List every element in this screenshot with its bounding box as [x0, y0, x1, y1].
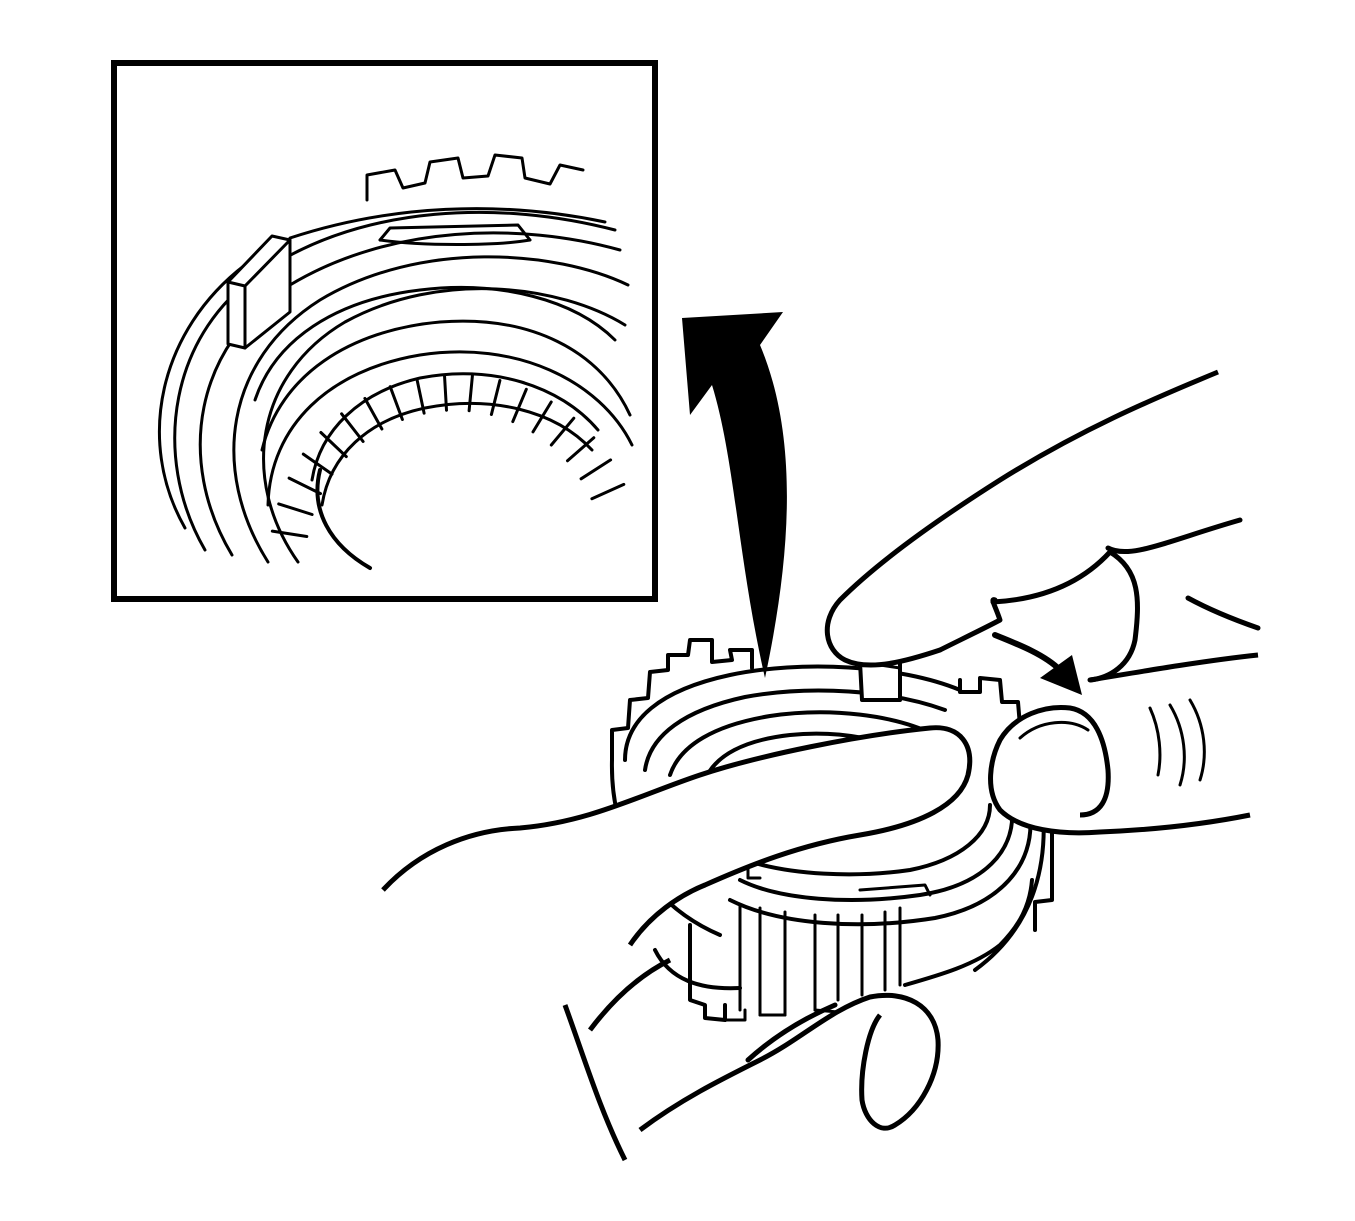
- thumb-nail: [1018, 720, 1090, 740]
- left-index-finger: [381, 725, 973, 947]
- gear-assembly: [609, 638, 1054, 1022]
- spline-tooth: [340, 412, 365, 443]
- spline-tooth: [590, 482, 626, 501]
- spline-tooth: [549, 416, 576, 447]
- gear-hub-splines: [653, 878, 1034, 1022]
- right-hand-back: [1105, 517, 1243, 554]
- spline-tooth: [277, 502, 314, 516]
- spline-tooth: [388, 385, 404, 421]
- thumb-crease-2: [1168, 703, 1186, 787]
- inset-ring-arc-4: [232, 255, 630, 564]
- spline-tooth: [270, 529, 309, 538]
- spline-tooth: [319, 431, 348, 459]
- right-palm-line: [1185, 595, 1261, 631]
- spline-tooth: [467, 374, 474, 413]
- spline-tooth: [363, 396, 384, 431]
- inset-upper-band: [288, 207, 607, 240]
- inset-ring-arc-8: [266, 350, 634, 507]
- right-middle-finger: [990, 549, 1140, 683]
- inset-spline-teeth: [270, 373, 626, 538]
- gear-lower-notch: [858, 883, 932, 897]
- left-lower-knuckle: [745, 1002, 838, 1063]
- right-index-finger: [824, 369, 1219, 668]
- spline-tooth: [566, 436, 596, 463]
- left-lower-hand: [562, 957, 941, 1162]
- gear-ring-lower-2: [728, 813, 1033, 927]
- inset-ring-arc-5: [262, 287, 627, 564]
- inset-ring-arc-7: [260, 319, 632, 452]
- spline-tooth: [511, 387, 528, 424]
- inset-ring-arc-6: [253, 286, 617, 402]
- inset-notch: [378, 223, 532, 242]
- inset-ring-arc-1: [157, 263, 247, 530]
- gear-left-teeth: [610, 638, 754, 762]
- hands: [381, 369, 1261, 1162]
- gear-ring-lower-1: [738, 808, 1015, 902]
- curved-arrow-down-right-icon: [992, 632, 1082, 695]
- spline-tooth: [415, 377, 426, 415]
- curved-arrow-up-left-icon: [682, 312, 787, 678]
- thumb-crease-1: [1148, 706, 1162, 777]
- inset-key-edge: [226, 238, 292, 350]
- gear-ring-lower-3: [743, 803, 992, 877]
- gear-ring-inner-3: [668, 710, 937, 777]
- spline-tooth: [531, 400, 553, 434]
- inset-top-teeth: [365, 153, 585, 202]
- spline-tooth: [579, 458, 613, 481]
- spline-tooth: [489, 379, 502, 416]
- spline-tooth: [443, 373, 448, 412]
- inset-notch-base: [378, 238, 532, 246]
- detail-inset: [111, 60, 658, 602]
- inset-splined-bore: [310, 372, 600, 570]
- gear-right-teeth: [958, 676, 1022, 728]
- right-thumb: [988, 652, 1259, 836]
- spline-tooth: [301, 452, 334, 476]
- thumb-crease-3: [1188, 698, 1206, 782]
- spline-tooth: [287, 476, 322, 496]
